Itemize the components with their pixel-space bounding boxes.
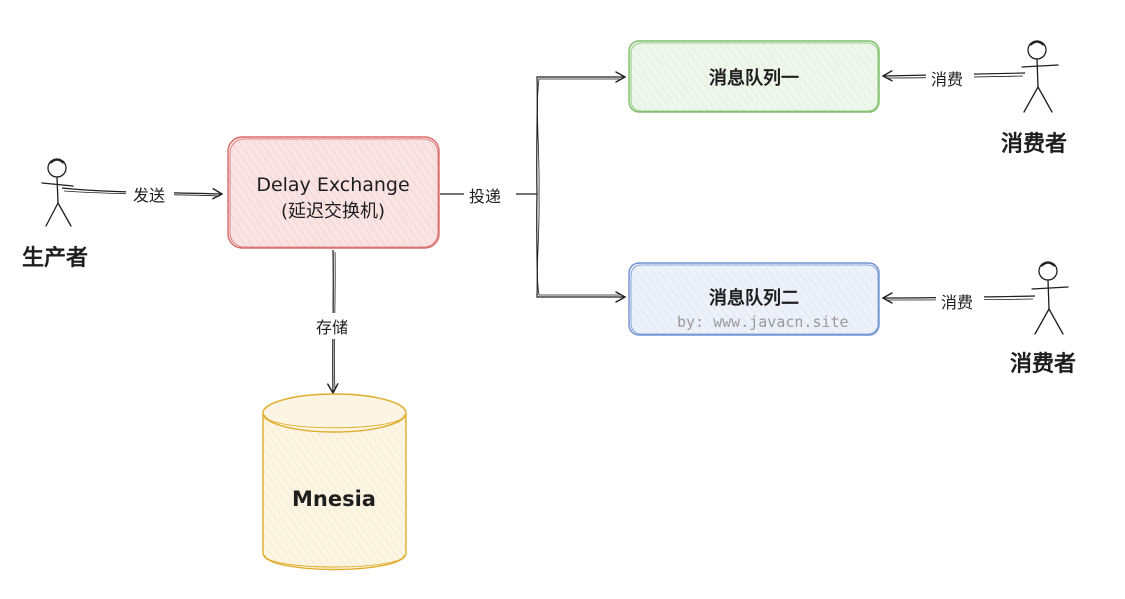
deliver-label-bg xyxy=(464,182,516,208)
consume-2-label: 消费 xyxy=(941,293,973,312)
queue-2-label: 消息队列二 xyxy=(709,287,799,309)
queue-1-label: 消息队列一 xyxy=(709,67,799,89)
exchange-node xyxy=(227,136,440,249)
consume-2-label-bg xyxy=(936,288,984,314)
consumer-1-label: 消费者 xyxy=(1001,132,1067,157)
storage-node xyxy=(262,393,407,571)
consumer-1-actor xyxy=(1021,40,1059,113)
queue-2-node xyxy=(628,262,880,336)
store-label: 存储 xyxy=(316,318,348,337)
stick-figure-icon xyxy=(1021,40,1059,113)
exchange-title: Delay Exchange xyxy=(256,174,409,196)
consume-1-label-bg xyxy=(926,65,974,91)
store-label-bg xyxy=(312,313,360,339)
deliver-label: 投递 xyxy=(469,187,501,206)
stick-figure-icon xyxy=(1031,261,1069,335)
stick-figure-icon xyxy=(41,158,74,227)
consume-1-label: 消费 xyxy=(931,70,963,89)
producer-label: 生产者 xyxy=(22,246,88,271)
send-label-bg xyxy=(126,181,174,207)
producer-actor xyxy=(41,158,74,227)
consumer-2-label: 消费者 xyxy=(1010,352,1076,377)
watermark: by: www.javacn.site xyxy=(677,313,849,331)
consumer-2-actor xyxy=(1031,261,1069,335)
send-label: 发送 xyxy=(133,186,165,205)
exchange-subtitle: (延迟交换机) xyxy=(281,201,385,222)
storage-label: Mnesia xyxy=(292,487,376,511)
queue-1-node xyxy=(628,40,880,113)
